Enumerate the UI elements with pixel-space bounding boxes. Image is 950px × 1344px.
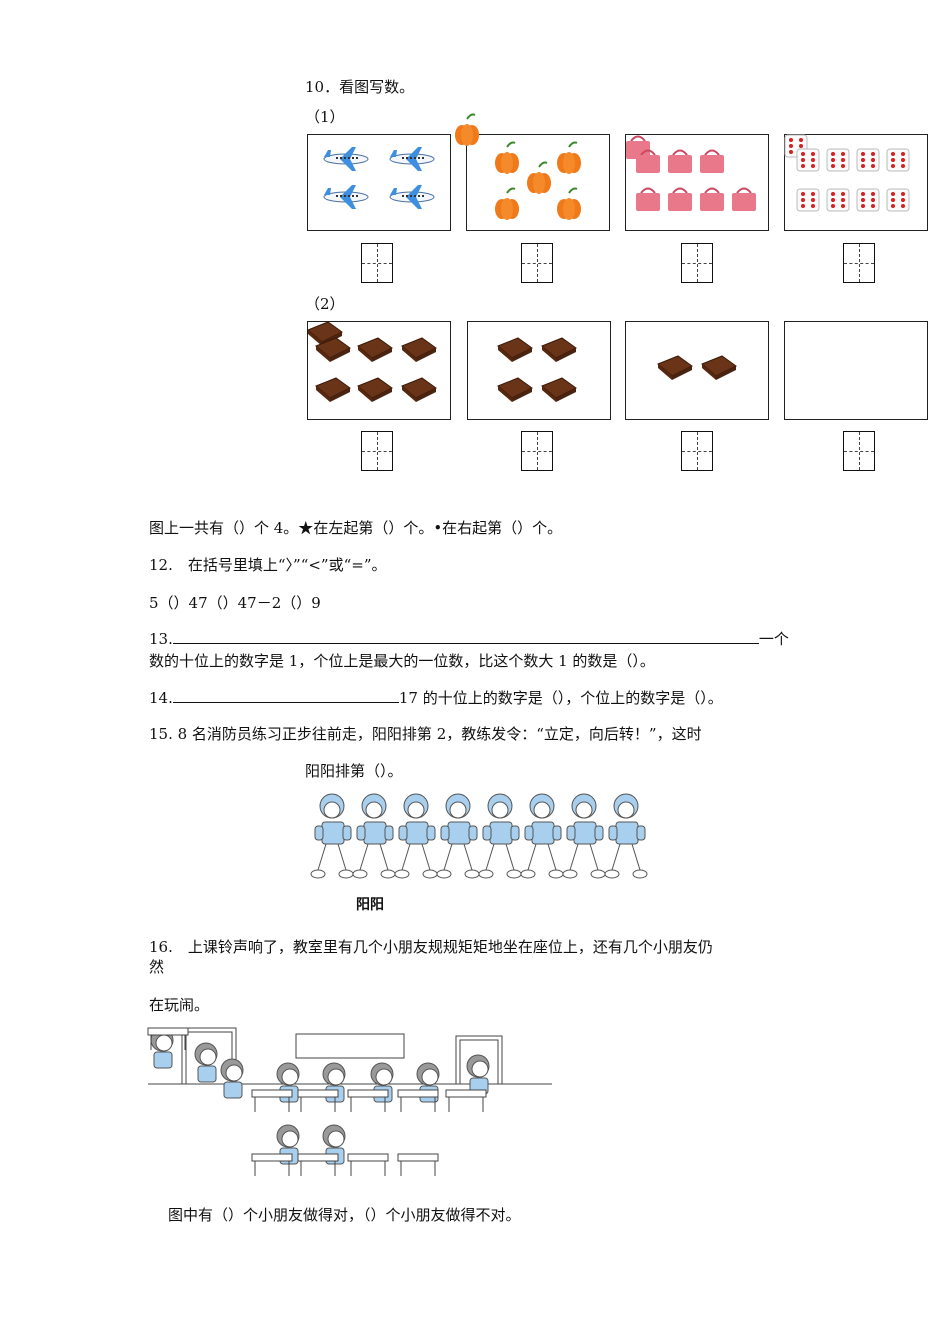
answer-grid-1[interactable] (361, 243, 393, 283)
answer-grid-7[interactable] (681, 431, 713, 471)
handbags-image (626, 135, 757, 212)
q10-part1-label: （1） (305, 108, 345, 126)
handbags-picture-box (625, 134, 769, 231)
q14-text: 17 的十位上的数字是（），个位上的数字是（）。 (398, 689, 723, 707)
chocolates-4-picture-box (467, 321, 611, 420)
q16-line1: 16. 上课铃声响了，教室里有几个小朋友规规矩矩地坐在座位上，还有几个小朋友仍 (149, 938, 713, 956)
q13-blank-line[interactable] (172, 629, 759, 644)
q15-line2: 阳阳排第（）。 (305, 762, 403, 780)
answer-grid-2[interactable] (521, 243, 553, 283)
q10-part2-label: （2） (305, 295, 345, 313)
answer-grid-8[interactable] (843, 431, 875, 471)
chocolates-2-image (657, 355, 737, 381)
q16-line1b: 然 (149, 958, 165, 976)
q12-title: 12. 在括号里填上“〉”“<”或“=”。 (149, 556, 387, 574)
answer-grid-5[interactable] (361, 431, 393, 471)
firefighters-illustration (310, 793, 648, 879)
chocolates-2-picture-box (625, 321, 769, 420)
dice-image (784, 134, 910, 212)
q14-blank-line[interactable] (172, 688, 399, 703)
chocolates-6-image (307, 321, 437, 403)
q13-line2: 数的十位上的数字是 1，个位上是最大的一位数，比这个数大 1 的数是（）。 (149, 652, 655, 670)
q11-text: 图上一共有（）个 4。★在左起第（）个。•在右起第（）个。 (149, 519, 563, 537)
q12-expression: 5（）47（）47－2（）9 (149, 594, 321, 612)
airplanes-picture-box (307, 134, 451, 231)
q16-line2: 在玩闹。 (149, 996, 210, 1014)
q14-number: 14. (149, 689, 173, 707)
q16-answer: 图中有（）个小朋友做得对，（）个小朋友做得不对。 (168, 1206, 521, 1224)
chocolates-6-picture-box (307, 321, 451, 420)
answer-grid-4[interactable] (843, 243, 875, 283)
yangyang-label: 阳阳 (356, 897, 384, 913)
q13-suffix: 一个 (758, 630, 789, 648)
q13-line1: 13. 一个 (149, 628, 789, 649)
empty-picture-box (784, 321, 928, 420)
airplanes-image (323, 146, 435, 210)
q10-title: 10．看图写数。 (305, 78, 415, 96)
pumpkins-picture-box (455, 113, 610, 231)
q15-line1: 15. 8 名消防员练习正步往前走，阳阳排第 2，教练发令：“立定，向后转！”，… (149, 725, 702, 743)
pumpkins-image (455, 113, 582, 221)
classroom-illustration (147, 1027, 552, 1177)
q14-line: 14. 17 的十位上的数字是（），个位上的数字是（）。 (149, 687, 723, 708)
q13-number: 13. (149, 630, 173, 648)
dice-picture-box (784, 134, 928, 231)
answer-grid-6[interactable] (521, 431, 553, 471)
answer-grid-3[interactable] (681, 243, 713, 283)
chocolates-4-image (497, 337, 577, 403)
